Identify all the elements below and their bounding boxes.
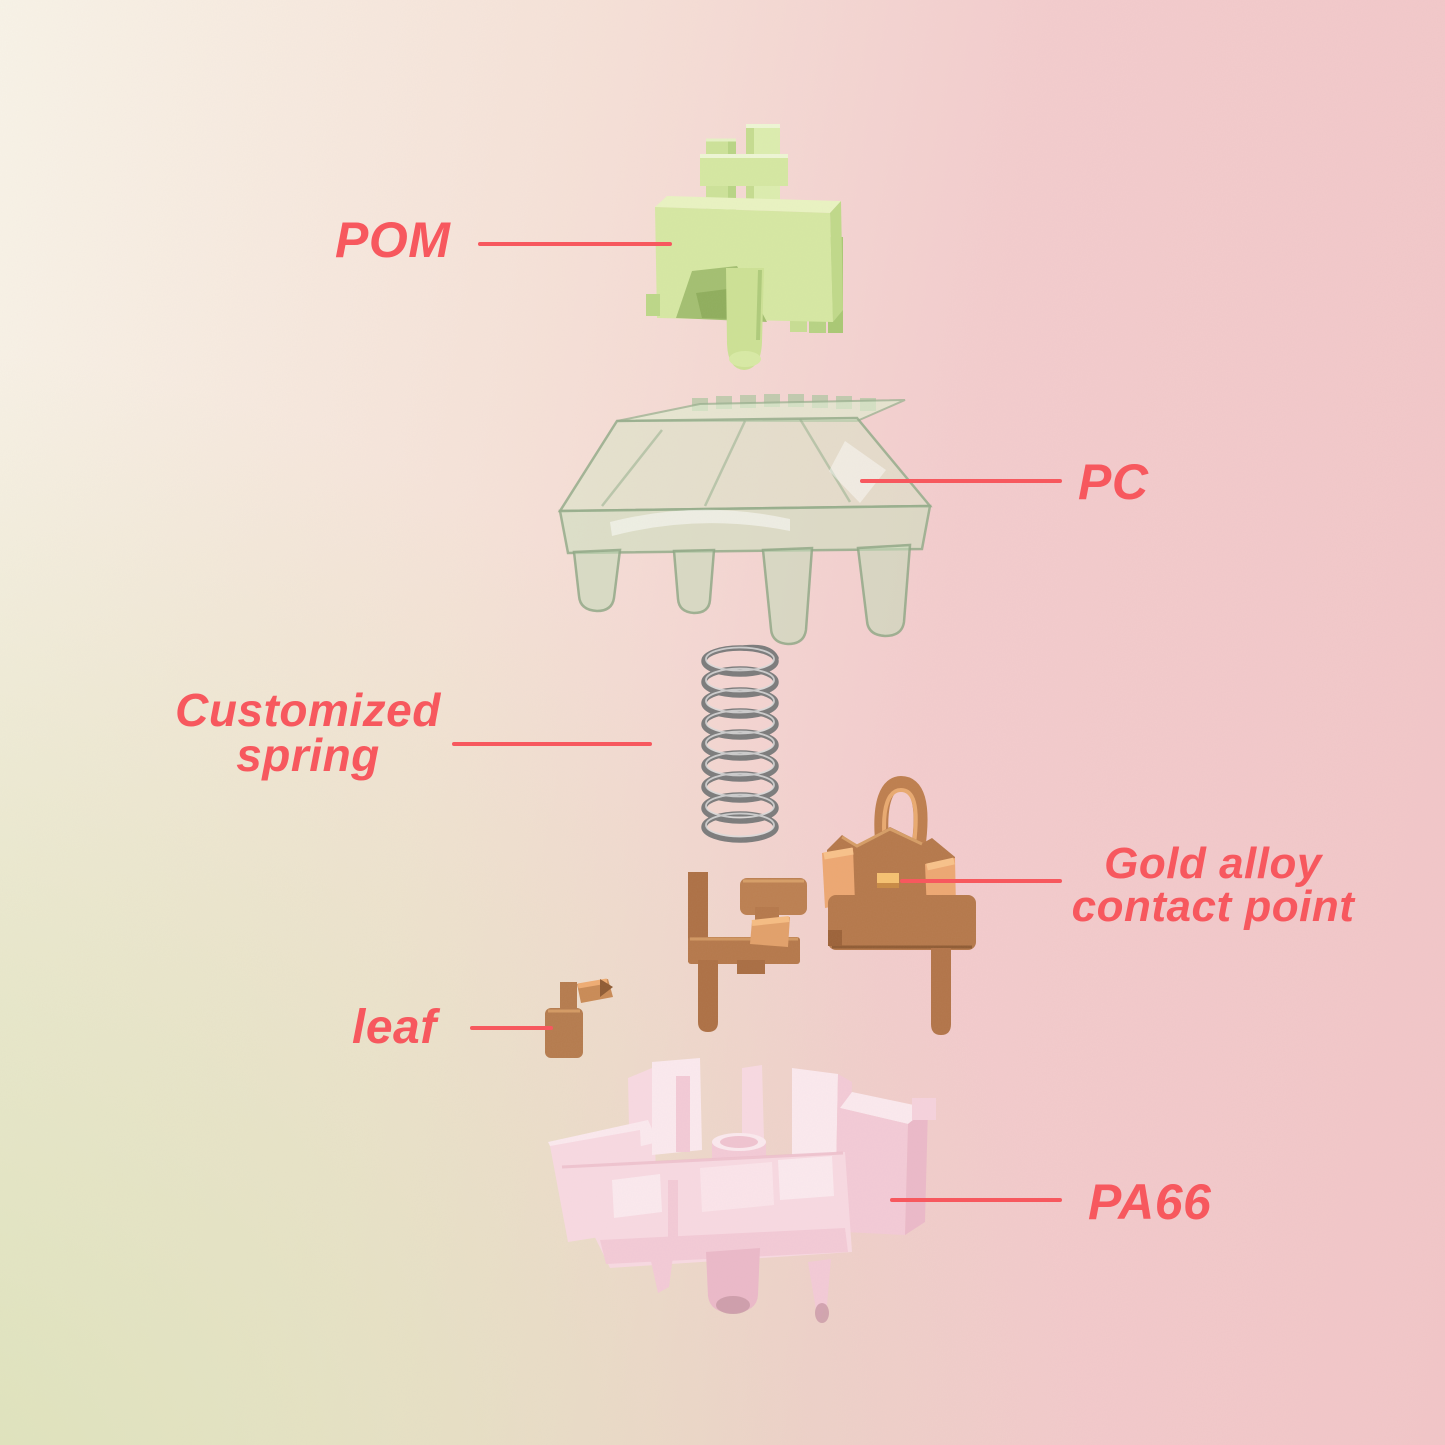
label-gold-line2: contact point: [1071, 882, 1355, 932]
label-pa66-text: PA66: [1088, 1174, 1212, 1230]
label-pc: PC: [1078, 457, 1148, 507]
label-gold: Gold alloy contact point: [1063, 839, 1363, 932]
label-pa66: PA66: [1088, 1177, 1211, 1227]
label-leaf: leaf: [352, 1001, 437, 1054]
label-pom: POM: [335, 215, 450, 265]
connector-spring: [452, 742, 652, 746]
connector-gold: [900, 879, 1062, 883]
label-spring-line1: Customized: [175, 684, 441, 736]
label-pc-text: PC: [1078, 454, 1149, 510]
label-gold-line1: Gold alloy: [1104, 839, 1322, 888]
label-spring: Customized spring: [150, 684, 466, 782]
label-leaf-text: leaf: [352, 1001, 437, 1054]
connector-leaf: [470, 1026, 553, 1030]
label-spring-line2: spring: [236, 729, 380, 782]
connector-pa66: [890, 1198, 1062, 1202]
connector-pom: [478, 242, 672, 246]
label-pom-text: POM: [335, 212, 451, 268]
connector-pc: [860, 479, 1062, 483]
